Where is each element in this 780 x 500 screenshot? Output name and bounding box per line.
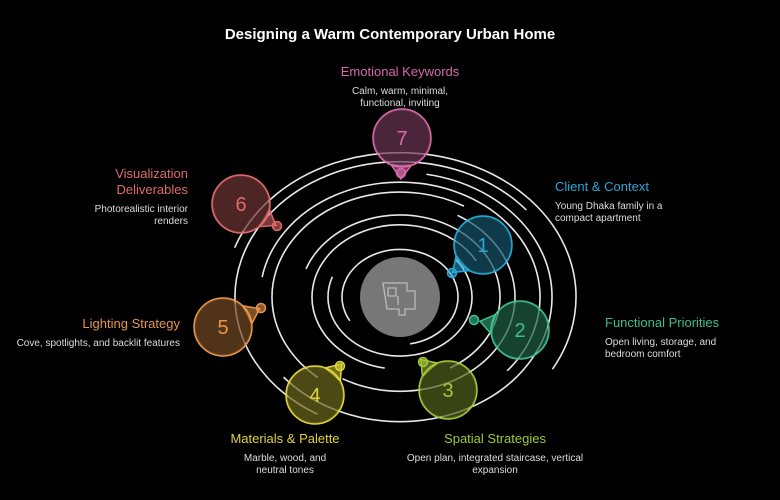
step-title: Lighting Strategy (82, 316, 180, 331)
step-dot (334, 360, 346, 372)
spiral-arc (311, 224, 477, 369)
label-step-4: Materials & Palette Marble, wood, and ne… (195, 431, 375, 477)
step-number: 7 (396, 128, 407, 150)
step-desc: Open plan, integrated staircase, vertica… (406, 453, 584, 476)
step-7-marker: 7 (372, 108, 432, 181)
step-desc: Marble, wood, and neutral tones (243, 453, 327, 476)
floor-plan-icon (382, 282, 416, 316)
step-dot (271, 220, 283, 232)
spiral-arc (341, 248, 459, 345)
step-title: Client & Context (555, 179, 649, 194)
step-bubble (285, 365, 345, 425)
label-step-6: Visualization Deliverables Photorealisti… (8, 166, 188, 228)
bubble-shade (195, 299, 251, 355)
diagram-title: Designing a Warm Contemporary Urban Home (224, 26, 556, 43)
spiral-arc (233, 151, 577, 370)
step-title: Materials & Palette (230, 431, 340, 446)
label-step-7: Emotional Keywords Calm, warm, minimal, … (310, 64, 490, 110)
bubble-shade (287, 367, 343, 423)
step-desc: Young Dhaka family in a compact apartmen… (555, 201, 663, 224)
step-bubble (453, 215, 513, 275)
step-desc: Open living, storage, and bedroom comfor… (605, 337, 717, 360)
step-bubble (211, 174, 271, 234)
step-2-marker: 2 (468, 300, 550, 360)
step-number: 3 (442, 380, 453, 402)
step-dot (395, 167, 407, 179)
step-bubble (418, 360, 478, 420)
step-dot (255, 302, 267, 314)
step-3-marker: 3 (417, 356, 478, 420)
step-number: 4 (309, 385, 320, 407)
step-dot (468, 314, 480, 326)
step-bubble (490, 300, 550, 360)
step-desc: Cove, spotlights, and backlit features (16, 338, 180, 349)
bubble-shade (374, 110, 430, 166)
spiral-arc (327, 258, 473, 357)
label-step-1: Client & Context Young Dhaka family in a… (555, 179, 735, 225)
spiral-arc (271, 191, 465, 379)
step-bubble (193, 297, 253, 357)
step-dot (446, 267, 458, 279)
step-1-marker: 1 (446, 215, 513, 279)
spiral-arc (234, 160, 527, 415)
bubble-shade (420, 362, 476, 418)
label-step-2: Functional Priorities Open living, stora… (605, 315, 780, 361)
step-4-marker: 4 (285, 360, 346, 425)
step-title: Functional Priorities (605, 315, 720, 330)
step-number: 6 (235, 194, 246, 216)
step-number: 2 (514, 320, 525, 342)
step-6-marker: 6 (211, 174, 283, 234)
bubble-shade (492, 302, 548, 358)
step-bubble (372, 108, 432, 168)
label-step-3: Spatial Strategies Open plan, integrated… (405, 431, 585, 477)
step-number: 5 (217, 317, 228, 339)
step-desc: Photorealistic interior renders (94, 204, 188, 227)
step-dot (417, 356, 429, 368)
step-title: Emotional Keywords (340, 64, 460, 79)
step-title: Visualization Deliverables (115, 166, 188, 197)
label-step-5: Lighting Strategy Cove, spotlights, and … (0, 316, 180, 350)
step-number: 1 (477, 235, 488, 257)
step-5-marker: 5 (193, 297, 267, 357)
bubble-shade (455, 217, 511, 273)
spiral-arc (283, 173, 553, 423)
step-title: Spatial Strategies (444, 431, 546, 446)
step-desc: Calm, warm, minimal, functional, invitin… (351, 86, 449, 109)
bubble-shade (213, 176, 269, 232)
center-circle (360, 257, 440, 337)
